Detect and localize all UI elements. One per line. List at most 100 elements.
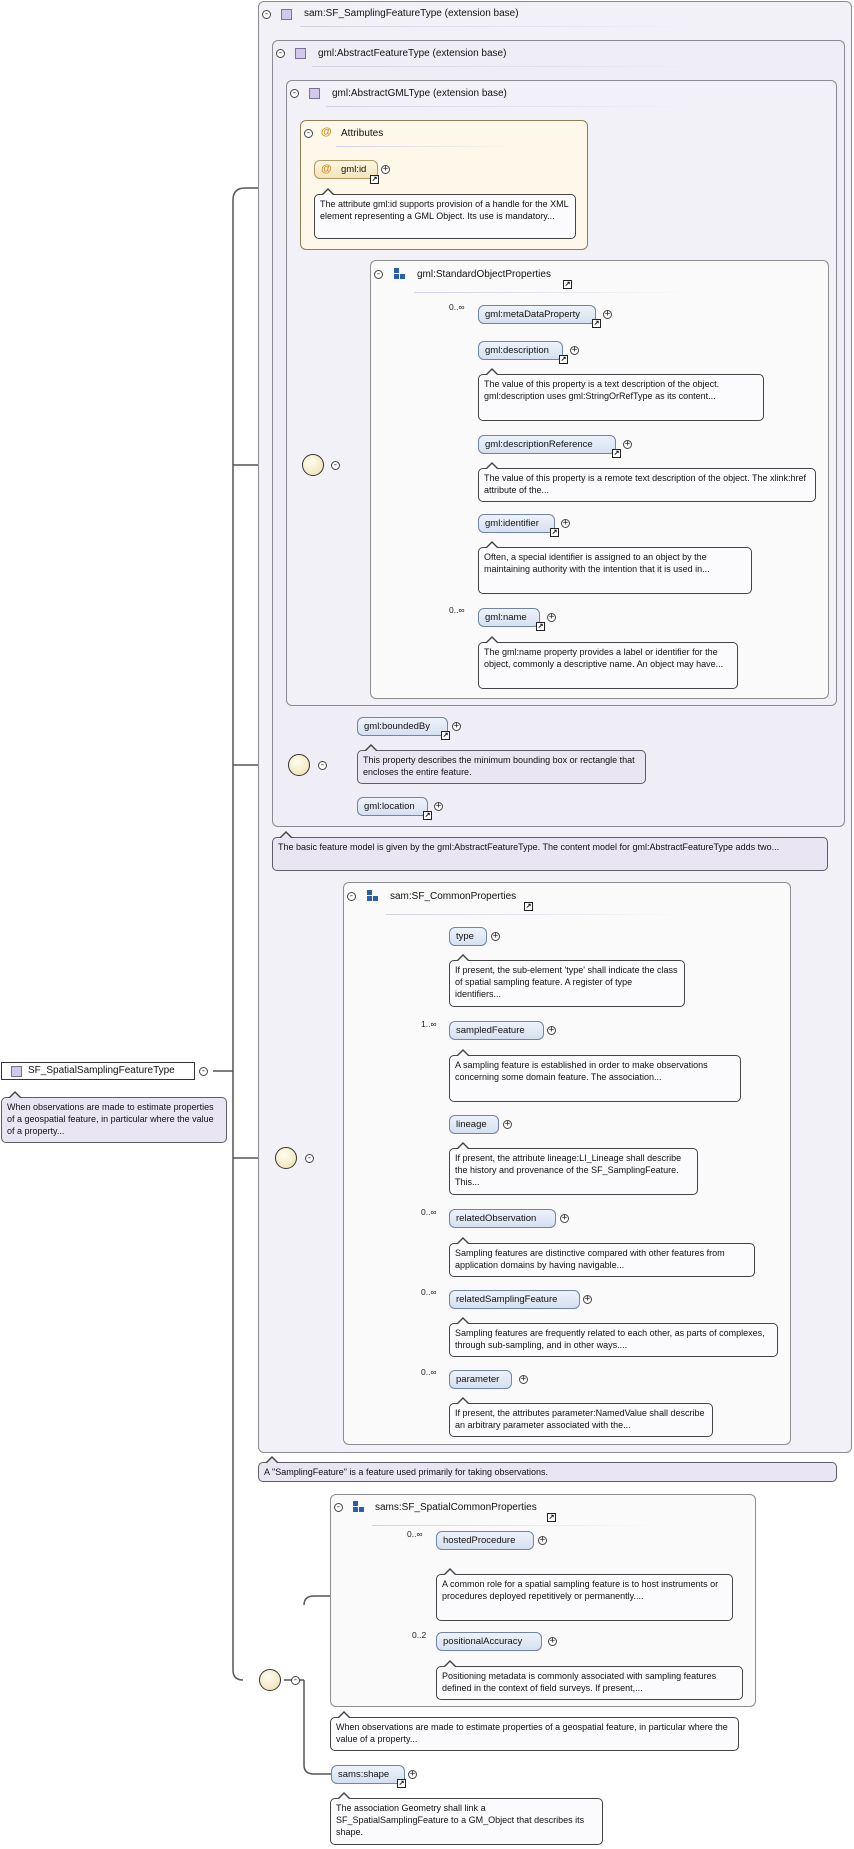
gml-metadataproperty-element[interactable]: gml:metaDataProperty (478, 305, 596, 324)
collapse-toggle-icon[interactable]: - (290, 88, 299, 98)
element-label: positionalAccuracy (443, 1636, 523, 1647)
expand-toggle-icon[interactable]: + (583, 1294, 592, 1304)
collapse-toggle-icon[interactable]: - (262, 9, 271, 19)
expand-toggle-icon[interactable]: + (519, 1374, 528, 1384)
gml-name-element[interactable]: gml:name (478, 608, 540, 627)
expand-toggle-icon[interactable]: + (547, 612, 556, 622)
type-square-icon (295, 48, 306, 59)
lineage-doc: If present, the attribute lineage:LI_Lin… (449, 1142, 698, 1195)
gml-extension-title: gml:AbstractGMLType (extension base) (332, 88, 507, 99)
expand-toggle-icon[interactable]: + (491, 931, 500, 941)
element-label: lineage (456, 1119, 487, 1130)
expand-toggle-icon[interactable]: + (603, 309, 612, 319)
root-doc: When observations are made to estimate p… (1, 1091, 227, 1143)
sams-shape-element[interactable]: sams:shape (331, 1765, 405, 1784)
relatedsamplingfeature-element[interactable]: relatedSamplingFeature (449, 1290, 580, 1309)
collapse-toggle-icon[interactable]: - (305, 1153, 314, 1163)
collapse-toggle-icon[interactable]: - (347, 891, 356, 901)
attribute-at-icon: @ (321, 163, 332, 175)
gml-id-attribute[interactable]: @ gml:id (314, 160, 378, 179)
expand-toggle-icon[interactable]: + (561, 518, 570, 528)
type-element[interactable]: type (449, 927, 487, 946)
cardinality-label: 0..∞ (449, 605, 465, 615)
element-label: gml:description (485, 345, 549, 356)
feature-extension-doc: The basic feature model is given by the … (272, 831, 828, 871)
reference-arrow-icon[interactable]: ↗ (547, 1513, 556, 1522)
collapse-toggle-icon[interactable]: - (199, 1066, 208, 1076)
type-square-icon (11, 1066, 22, 1077)
expand-toggle-icon[interactable]: + (503, 1119, 512, 1129)
collapse-toggle-icon[interactable]: - (291, 1675, 300, 1685)
expand-toggle-icon[interactable]: + (547, 1025, 556, 1035)
sequence-compositor-icon[interactable] (259, 1669, 281, 1691)
sam-extension-doc: A "SamplingFeature" is a feature used pr… (258, 1456, 837, 1482)
expand-toggle-icon[interactable]: + (381, 164, 390, 174)
expand-toggle-icon[interactable]: + (408, 1769, 417, 1779)
collapse-toggle-icon[interactable]: - (304, 128, 313, 138)
element-label: sams:shape (338, 1769, 390, 1780)
reference-arrow-icon[interactable]: ↗ (592, 319, 601, 328)
relatedobservation-doc: Sampling features are distinctive compar… (449, 1237, 755, 1277)
sequence-compositor-icon[interactable] (302, 454, 324, 476)
reference-arrow-icon[interactable]: ↗ (441, 731, 450, 740)
relatedobservation-element[interactable]: relatedObservation (449, 1209, 556, 1228)
expand-toggle-icon[interactable]: + (434, 801, 443, 811)
gml-identifier-element[interactable]: gml:identifier (478, 514, 555, 533)
expand-toggle-icon[interactable]: + (570, 345, 579, 355)
element-label: parameter (456, 1374, 500, 1385)
expand-toggle-icon[interactable]: + (452, 721, 461, 731)
positionalaccuracy-element[interactable]: positionalAccuracy (436, 1632, 542, 1651)
header-rule (386, 914, 686, 915)
gml-description-element[interactable]: gml:description (478, 341, 563, 360)
gml-description-doc: The value of this property is a text des… (478, 368, 764, 421)
cardinality-label: 0..∞ (407, 1529, 423, 1539)
collapse-toggle-icon[interactable]: - (276, 48, 285, 58)
collapse-toggle-icon[interactable]: - (374, 269, 383, 279)
reference-arrow-icon[interactable]: ↗ (612, 449, 621, 458)
reference-arrow-icon[interactable]: ↗ (563, 280, 572, 289)
positionalaccuracy-doc: Positioning metadata is commonly associa… (436, 1660, 743, 1700)
expand-toggle-icon[interactable]: + (560, 1213, 569, 1223)
reference-arrow-icon[interactable]: ↗ (550, 528, 559, 537)
reference-arrow-icon[interactable]: ↗ (397, 1779, 406, 1788)
gml-descriptionreference-element[interactable]: gml:descriptionReference (478, 435, 616, 454)
common-properties-title: sam:SF_CommonProperties (390, 891, 517, 902)
lineage-element[interactable]: lineage (449, 1115, 499, 1134)
parameter-element[interactable]: parameter (449, 1370, 512, 1389)
reference-arrow-icon[interactable]: ↗ (536, 622, 545, 631)
reference-arrow-icon[interactable]: ↗ (559, 355, 568, 364)
reference-arrow-icon[interactable]: ↗ (524, 902, 533, 911)
reference-arrow-icon[interactable]: ↗ (423, 811, 432, 820)
cardinality-label: 0..∞ (421, 1207, 437, 1217)
sam-extension-title: sam:SF_SamplingFeatureType (extension ba… (304, 8, 519, 19)
sequence-compositor-icon[interactable] (275, 1147, 297, 1169)
expand-toggle-icon[interactable]: + (623, 439, 632, 449)
root-element[interactable]: SF_SpatialSamplingFeatureType (1, 1062, 195, 1080)
cardinality-label: 0..∞ (421, 1287, 437, 1297)
sampledfeature-element[interactable]: sampledFeature (449, 1021, 544, 1040)
reference-arrow-icon[interactable]: ↗ (370, 175, 379, 184)
collapse-toggle-icon[interactable]: - (334, 1502, 343, 1512)
root-element-label: SF_SpatialSamplingFeatureType (28, 1065, 175, 1076)
header-rule (372, 1525, 662, 1526)
sequence-compositor-icon[interactable] (288, 754, 310, 776)
gml-location-element[interactable]: gml:location (357, 797, 428, 816)
attributes-title: Attributes (341, 128, 384, 139)
element-label: gml:boundedBy (364, 721, 431, 732)
collapse-toggle-icon[interactable]: - (318, 760, 327, 770)
sams-shape-doc: The association Geometry shall link a SF… (330, 1792, 603, 1845)
expand-toggle-icon[interactable]: + (538, 1535, 547, 1545)
header-rule (414, 292, 694, 293)
collapse-toggle-icon[interactable]: - (331, 460, 340, 470)
group-icon (394, 268, 405, 279)
hostedprocedure-element[interactable]: hostedProcedure (436, 1531, 534, 1550)
header-rule (300, 26, 710, 27)
hostedprocedure-doc: A common role for a spatial sampling fea… (436, 1568, 733, 1621)
gml-identifier-doc: Often, a special identifier is assigned … (478, 541, 752, 594)
type-square-icon (281, 9, 292, 20)
group-icon (367, 890, 378, 901)
expand-toggle-icon[interactable]: + (548, 1636, 557, 1646)
element-label: gml:descriptionReference (485, 439, 593, 450)
gml-boundedby-element[interactable]: gml:boundedBy (357, 717, 448, 736)
header-rule (312, 66, 712, 67)
